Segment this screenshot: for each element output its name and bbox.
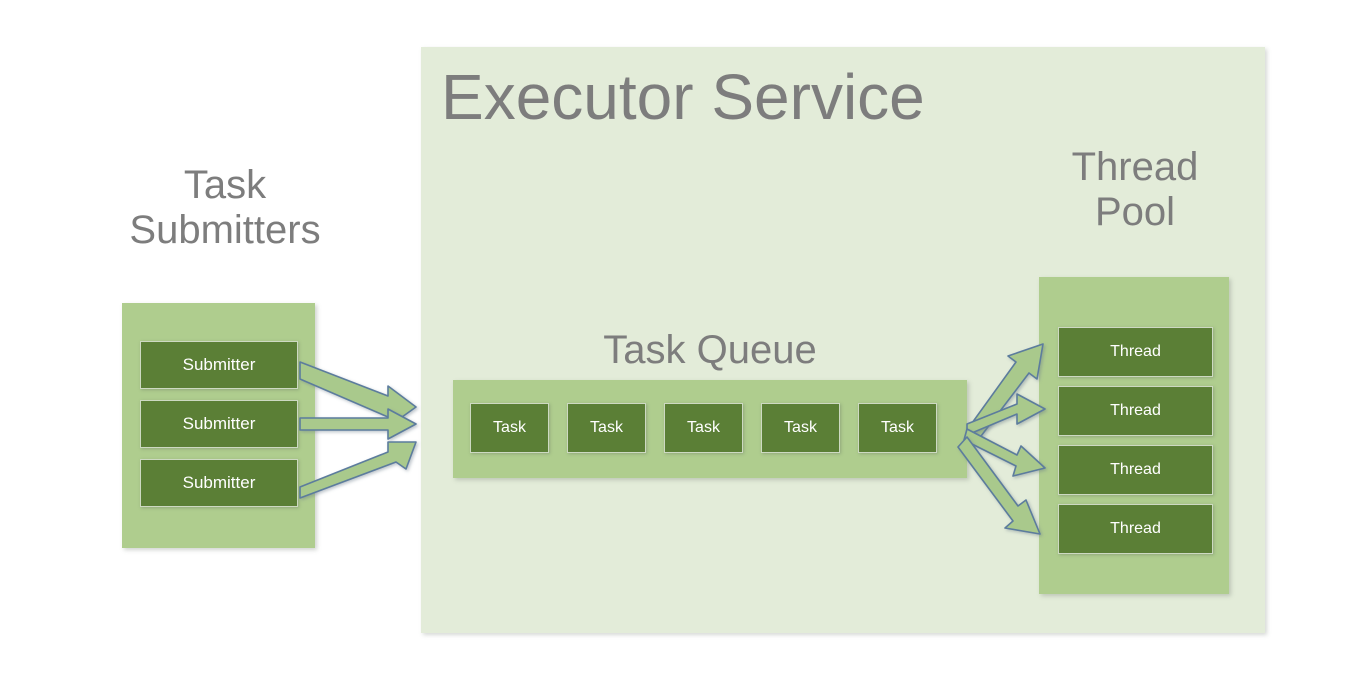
- thread-box[interactable]: Thread: [1058, 386, 1213, 436]
- arrow-submitter-1-to-queue: [299, 361, 417, 428]
- thread-box[interactable]: Thread: [1058, 327, 1213, 377]
- task-box[interactable]: Task: [761, 403, 840, 453]
- task-box[interactable]: Task: [470, 403, 549, 453]
- executor-service-title: Executor Service: [441, 61, 925, 133]
- arrow-submitter-3-to-queue: [299, 441, 417, 499]
- task-box[interactable]: Task: [858, 403, 937, 453]
- submitter-box[interactable]: Submitter: [140, 400, 298, 448]
- task-box[interactable]: Task: [664, 403, 743, 453]
- submitter-box[interactable]: Submitter: [140, 341, 298, 389]
- thread-box[interactable]: Thread: [1058, 504, 1213, 554]
- submitter-box[interactable]: Submitter: [140, 459, 298, 507]
- thread-box[interactable]: Thread: [1058, 445, 1213, 495]
- task-queue-title: Task Queue: [603, 328, 817, 372]
- task-submitters-title: Task Submitters: [129, 163, 321, 252]
- task-box[interactable]: Task: [567, 403, 646, 453]
- arrow-submitter-2-to-queue: [299, 408, 417, 440]
- thread-pool-title: Thread Pool: [1071, 145, 1199, 234]
